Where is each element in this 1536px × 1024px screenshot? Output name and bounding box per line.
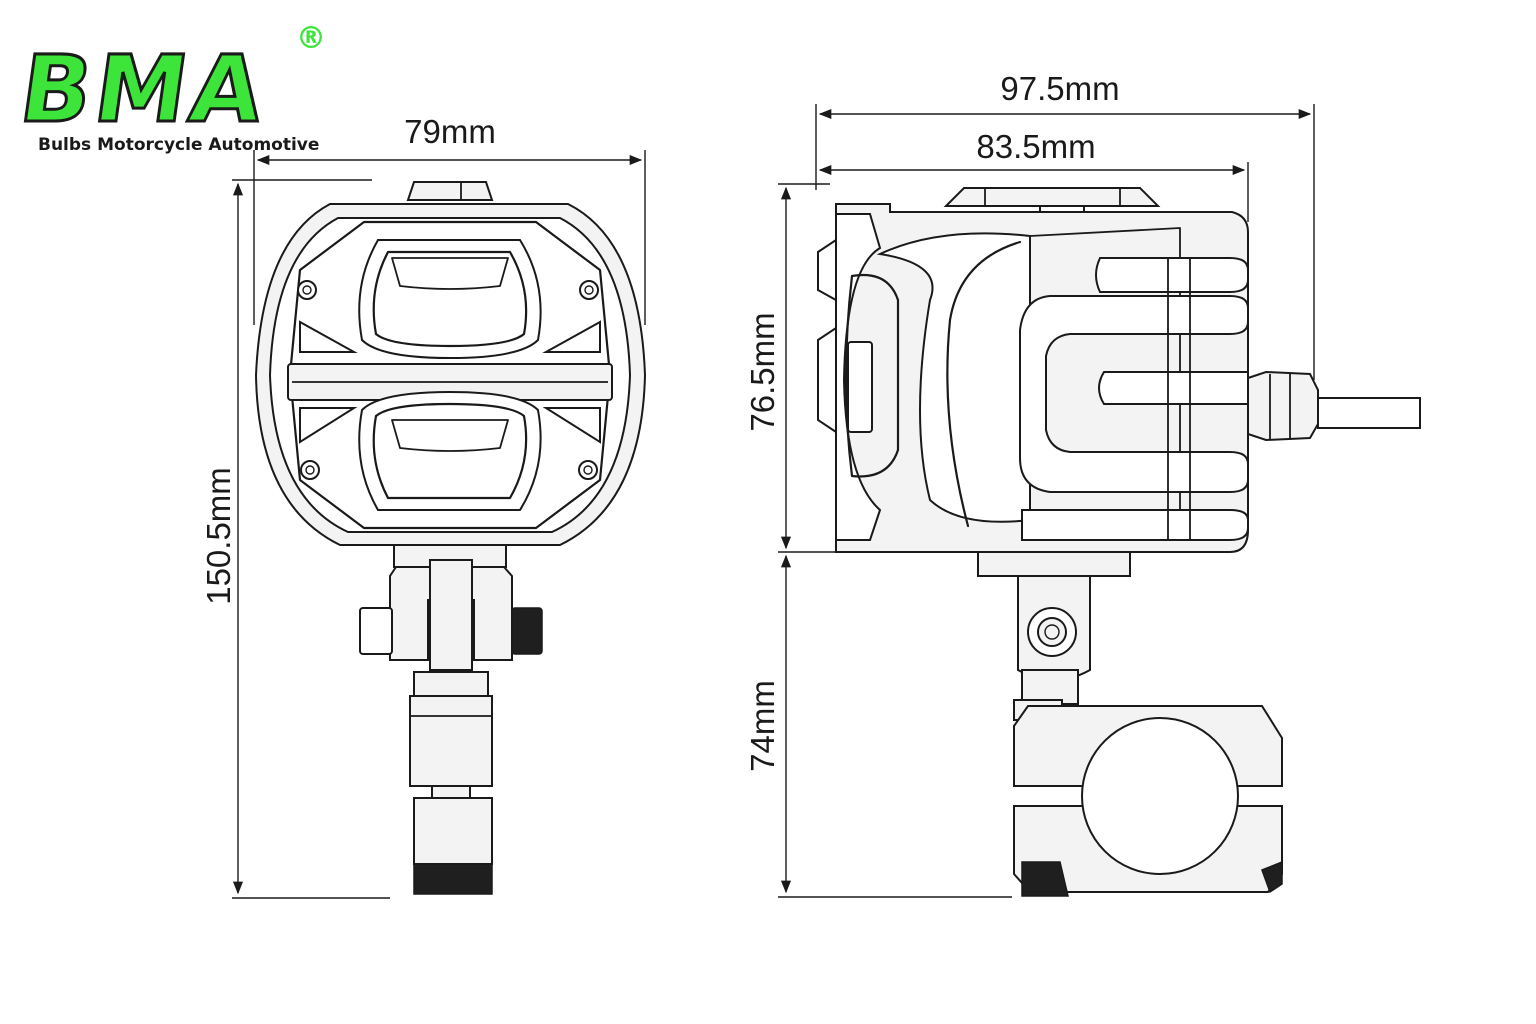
side-housing-height-label: 76.5mm <box>744 312 781 431</box>
mount-sleeve <box>409 695 493 787</box>
triangle-accent <box>542 407 601 444</box>
side-top-cap <box>943 187 1161 207</box>
side-lens-profile <box>844 273 900 478</box>
front-width-label: 79mm <box>404 113 496 150</box>
nut-icon <box>359 607 393 655</box>
top-cap <box>406 181 494 201</box>
rubber-pad <box>1021 861 1069 897</box>
bracket-stem <box>429 559 473 671</box>
registered-mark: ® <box>296 21 326 56</box>
side-mount-height-label: 74mm <box>744 680 781 772</box>
logo-tagline: Bulbs Motorcycle Automotive <box>38 135 319 155</box>
cable-gland <box>1247 370 1319 442</box>
cooling-fin <box>1095 257 1249 293</box>
logo-wordmark: BMA <box>14 35 274 142</box>
upper-lens-bezel <box>358 239 542 360</box>
side-front-bezel <box>835 213 882 541</box>
screw-icon <box>297 280 317 300</box>
front-height-label: 150.5mm <box>200 467 237 605</box>
cooling-fin <box>1019 295 1249 493</box>
handlebar-bore <box>1081 717 1239 875</box>
upper-lens <box>372 250 528 348</box>
drl-side-profile <box>847 341 873 433</box>
screw-icon <box>300 460 320 480</box>
stem-collar <box>413 671 489 697</box>
triangle-accent <box>299 407 358 444</box>
side-housing-depth-label: 83.5mm <box>976 128 1095 165</box>
cooling-fin <box>1021 509 1249 541</box>
front-view: 79mm 150.5mm <box>200 113 647 899</box>
side-bracket-base <box>977 551 1131 577</box>
pivot-bolt-icon <box>1027 607 1077 657</box>
side-body-panel <box>876 232 1031 523</box>
bma-logo: BMA ® Bulbs Motorcycle Automotive <box>12 21 326 155</box>
lens-frame <box>288 220 612 530</box>
cooling-fin <box>1098 371 1249 405</box>
side-view: 97.5mm 83.5mm 76.5mm 74mm <box>744 70 1421 898</box>
power-cable <box>1317 397 1421 429</box>
side-stem <box>1021 669 1079 705</box>
side-overall-depth-label: 97.5mm <box>1000 70 1119 107</box>
bolt-head-icon <box>511 607 543 655</box>
screw-icon <box>579 280 599 300</box>
lower-lens <box>372 402 528 500</box>
triangle-accent <box>542 320 601 353</box>
triangle-accent <box>299 320 358 353</box>
rubber-pad <box>413 863 493 895</box>
clamp-block <box>413 797 493 865</box>
screw-icon <box>578 460 598 480</box>
